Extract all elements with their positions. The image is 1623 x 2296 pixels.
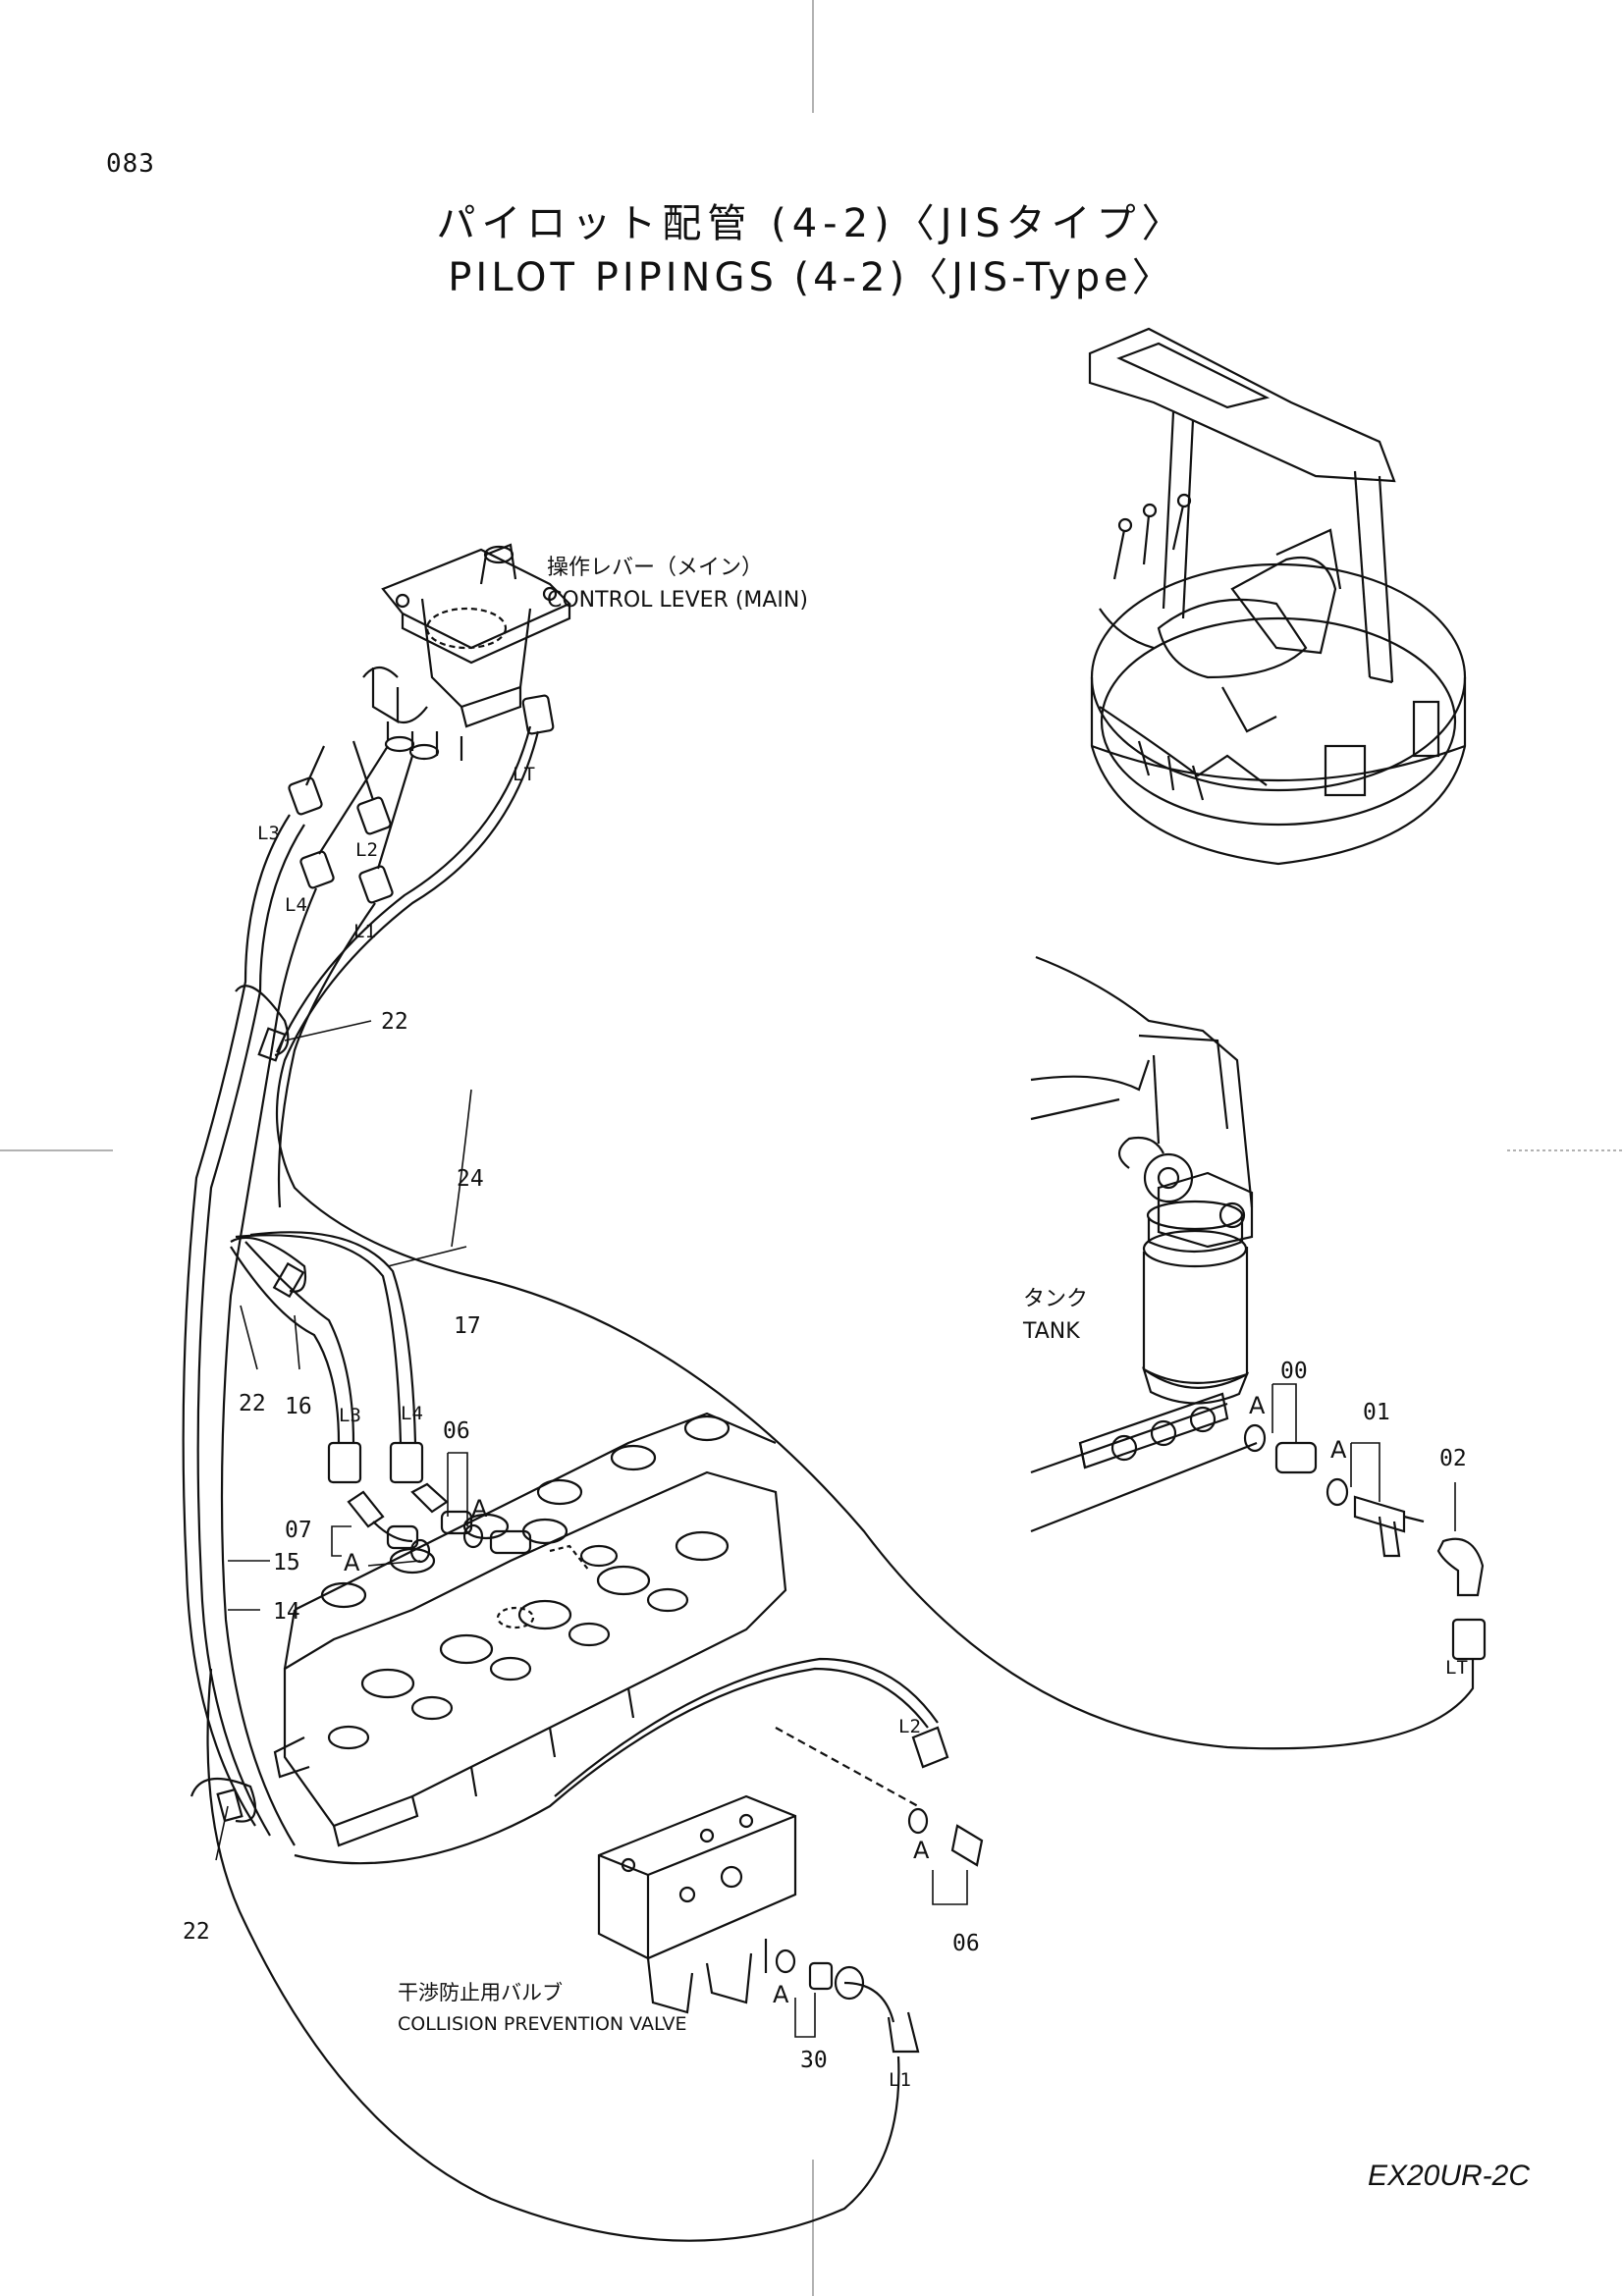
- port-label-l2-lever: L2: [355, 839, 378, 861]
- detail-marker-a: A: [1249, 1392, 1266, 1419]
- port-label-l1-collision: L1: [889, 2069, 911, 2091]
- part-number-16: 16: [285, 1394, 312, 1419]
- collision-prevention-valve-illustration: [597, 1794, 797, 2014]
- collision-valve-label-en: COLLISION PREVENTION VALVE: [398, 2013, 686, 2035]
- model-code: EX20UR-2C: [1367, 2160, 1530, 2192]
- tank-label-en: TANK: [1022, 1319, 1080, 1344]
- control-valve-illustration: [273, 1412, 787, 1847]
- port-label-lt-tank: LT: [1445, 1657, 1468, 1679]
- tank-label-ja: タンク: [1023, 1287, 1088, 1311]
- page-number: 083: [106, 149, 155, 179]
- port-label-lt-lever: LT: [513, 764, 535, 785]
- part-number-00: 00: [1280, 1359, 1308, 1384]
- part-number-06-upper: 06: [443, 1418, 470, 1444]
- detail-marker-a: A: [773, 1981, 789, 2008]
- detail-marker-a: A: [471, 1495, 488, 1522]
- detail-marker-a: A: [1330, 1436, 1347, 1464]
- part-number-14: 14: [273, 1599, 300, 1625]
- detail-markers: A A A A A A: [344, 1392, 1347, 2008]
- part-number-24: 24: [457, 1166, 484, 1192]
- machine-cab-illustration: [1088, 327, 1467, 866]
- leader-lines: [215, 1020, 1456, 2038]
- part-number-17: 17: [454, 1313, 481, 1339]
- port-label-l1-lever: L1: [353, 921, 376, 942]
- part-number-22-lower: 22: [183, 1919, 210, 1945]
- part-number-callouts: 00 01 02 06 06 07 14 15 16 17 22 22 22 2…: [183, 1009, 1467, 2073]
- port-label-l3-valve: L3: [339, 1405, 361, 1426]
- hoses-and-fittings: [182, 694, 1487, 2242]
- detail-marker-a: A: [344, 1549, 360, 1576]
- control-lever-illustration: [362, 543, 571, 761]
- part-number-15: 15: [273, 1550, 300, 1575]
- control-lever-label-ja: 操作レバー（メイン）: [547, 556, 763, 580]
- part-number-22-middle: 22: [239, 1391, 266, 1416]
- part-number-02: 02: [1439, 1446, 1467, 1471]
- part-number-01: 01: [1363, 1400, 1390, 1425]
- control-lever-label-en: CONTROL LEVER (MAIN): [547, 588, 808, 613]
- port-label-l3-lever: L3: [257, 823, 280, 844]
- tank-assembly-illustration: [1030, 955, 1258, 1533]
- port-label-l4-lever: L4: [285, 894, 307, 916]
- page-title-japanese: パイロット配管 (4-2)〈JISタイプ〉: [436, 201, 1187, 246]
- detail-marker-a: A: [913, 1837, 930, 1864]
- part-number-07: 07: [285, 1518, 312, 1543]
- collision-valve-label-ja: 干渉防止用バルブ: [398, 1981, 563, 2004]
- part-number-06-lower: 06: [952, 1931, 980, 1956]
- component-labels: 操作レバー（メイン） CONTROL LEVER (MAIN) タンク TANK…: [398, 556, 1088, 2035]
- port-label-l2-valve: L2: [898, 1716, 921, 1737]
- port-labels: L3 L2 L4 L1 LT L3 L4 L2 LT L1: [257, 764, 1468, 2091]
- part-number-30: 30: [800, 2048, 828, 2073]
- page-title-english: PILOT PIPINGS (4-2)〈JIS-Type〉: [448, 255, 1175, 300]
- port-label-l4-valve: L4: [401, 1403, 423, 1424]
- part-number-22-upper: 22: [381, 1009, 408, 1035]
